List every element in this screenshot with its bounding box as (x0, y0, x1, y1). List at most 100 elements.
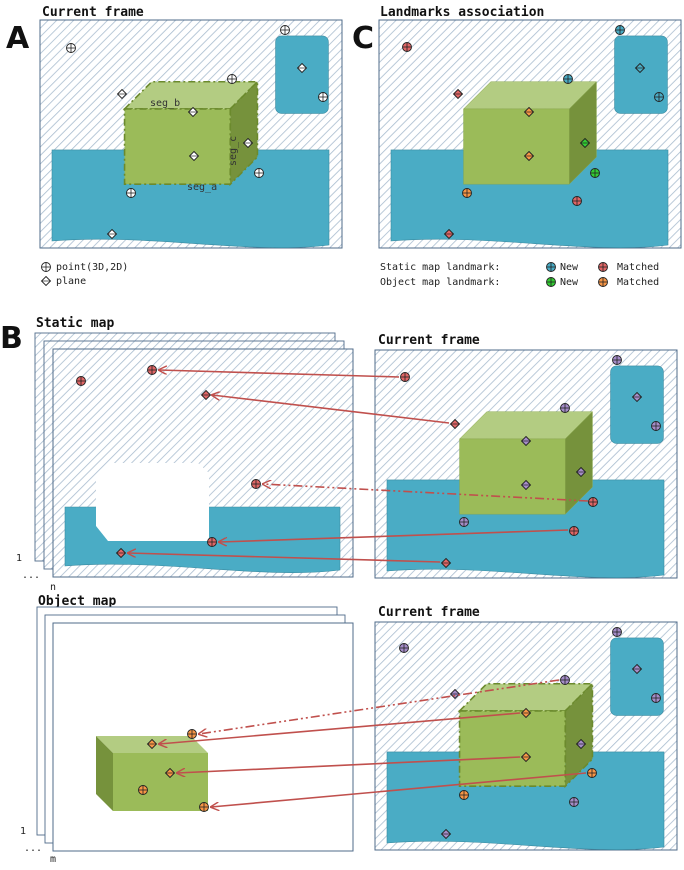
static-removed-object (96, 463, 209, 541)
title-current-frame-a: Current frame (42, 5, 144, 20)
panel-a-current-frame (39, 19, 343, 249)
plane-landmark (40, 275, 52, 287)
sign-region (610, 637, 664, 716)
point-landmark (459, 517, 469, 527)
plane-landmark (452, 88, 464, 100)
point-landmark (254, 168, 264, 178)
plane-landmark (631, 663, 643, 675)
plane-landmark (116, 88, 128, 100)
point-landmark (590, 168, 600, 178)
point-landmark (563, 74, 573, 84)
plane-landmark (146, 738, 158, 750)
point-landmark (66, 43, 76, 53)
association-arrow (219, 529, 569, 542)
legend-static-label: Static map landmark: (380, 262, 500, 273)
object-cube (457, 681, 595, 789)
point-landmark (459, 790, 469, 800)
segment-label-b: seg_b (150, 98, 180, 109)
point-landmark (569, 526, 579, 536)
object-cube (96, 736, 208, 811)
point-landmark (615, 25, 625, 35)
panel-label-c: C (352, 21, 374, 56)
object-stack-dots: ... (24, 843, 42, 854)
plane-landmark (523, 150, 535, 162)
plane-landmark (520, 707, 532, 719)
point-landmark (400, 372, 410, 382)
title-object-map: Object map (38, 594, 116, 609)
point-landmark (399, 643, 409, 653)
plane-landmark (523, 106, 535, 118)
object-map-stack (36, 606, 354, 852)
legend-panel-c (546, 262, 608, 287)
point-landmark (41, 262, 51, 272)
plane-landmark (575, 738, 587, 750)
segment-label-c: seg_c (228, 136, 239, 166)
legend-object-new: New (560, 277, 579, 288)
unmatched-association-arrow (263, 484, 589, 502)
plane-landmark (164, 767, 176, 779)
legend-plane-label: plane (56, 276, 86, 287)
point-landmark (598, 262, 608, 272)
plane-landmark (187, 106, 199, 118)
point-landmark (654, 92, 664, 102)
point-landmark (462, 188, 472, 198)
legend-static-new: New (560, 262, 579, 273)
cube-front-face (463, 108, 570, 185)
plane-landmark (443, 228, 455, 240)
point-landmark (227, 74, 237, 84)
sign-region (614, 35, 668, 114)
sign-region (610, 365, 664, 444)
panel-label-b: B (0, 321, 23, 356)
plane-landmark (115, 547, 127, 559)
plane-landmark (520, 751, 532, 763)
point-landmark (318, 92, 328, 102)
legend-panel-a (40, 262, 52, 287)
point-landmark (126, 188, 136, 198)
static-stack-n: n (50, 582, 56, 593)
plane-landmark (520, 479, 532, 491)
title-static-map: Static map (36, 316, 114, 331)
static-map-stack (34, 332, 354, 578)
cube-front-face (459, 438, 566, 515)
cube-side-face (229, 79, 259, 187)
point-landmark (612, 355, 622, 365)
panel-b-current-frame-object (374, 621, 678, 851)
point-landmark (560, 403, 570, 413)
cube-side-face (96, 736, 113, 811)
plane-landmark (242, 137, 254, 149)
object-stack-one: 1 (20, 826, 26, 837)
plane-landmark (440, 828, 452, 840)
association-arrow (212, 395, 450, 424)
static-stack-dots: ... (22, 570, 40, 581)
legend-object-label: Object map landmark: (380, 277, 500, 288)
association-arrow (128, 553, 441, 563)
association-arrow (211, 772, 587, 807)
association-arrow (159, 712, 521, 744)
point-landmark (598, 277, 608, 287)
association-arrows (128, 370, 589, 807)
point-landmark (587, 768, 597, 778)
legend-static-matched: Matched (617, 262, 659, 273)
object-cube (458, 411, 594, 515)
cube-front-face (123, 108, 232, 185)
object-cube (462, 81, 598, 185)
plane-landmark (579, 137, 591, 149)
plane-landmark (106, 228, 118, 240)
point-landmark (569, 797, 579, 807)
plane-landmark (520, 435, 532, 447)
point-landmark (76, 376, 86, 386)
cube-front-face (458, 710, 567, 787)
plane-landmark (200, 389, 212, 401)
point-landmark (651, 693, 661, 703)
legend-point-label: point(3D,2D) (56, 262, 128, 273)
sign-region (275, 35, 329, 114)
legend-object-matched: Matched (617, 277, 659, 288)
panel-b-current-frame-static (374, 349, 678, 579)
plane-landmark (188, 150, 200, 162)
point-landmark (199, 802, 209, 812)
unmatched-association-arrow (199, 679, 560, 734)
title-landmarks-association: Landmarks association (380, 5, 544, 20)
plane-landmark (631, 391, 643, 403)
static-stack-one: 1 (16, 553, 22, 564)
